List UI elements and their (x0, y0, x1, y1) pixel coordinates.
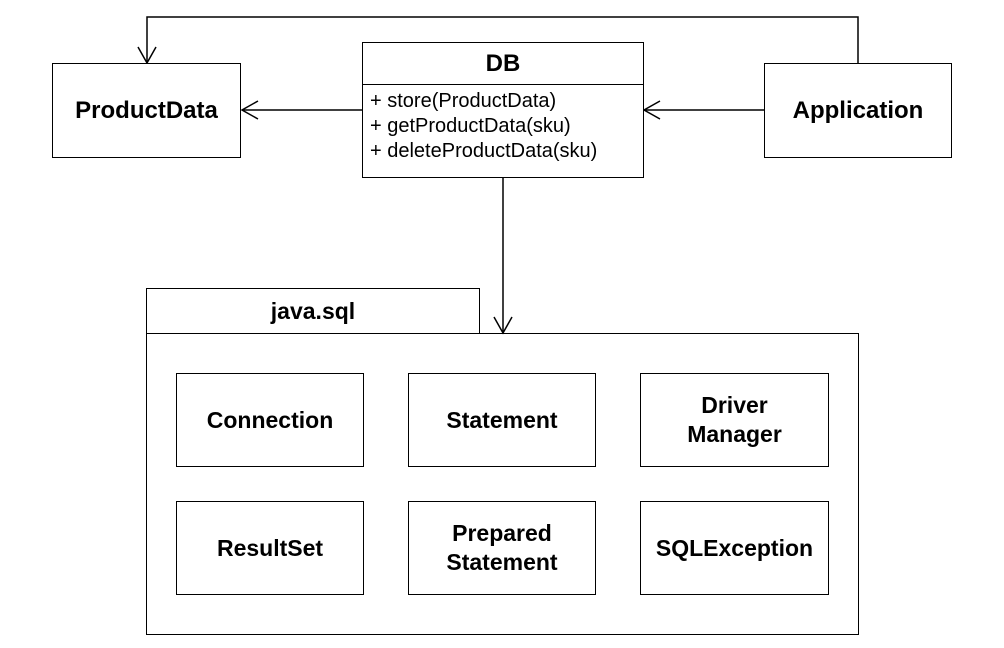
class-driver-manager-line2: Manager (687, 421, 782, 447)
class-statement-name: Statement (446, 406, 558, 433)
operation-get-product-data: + getProductData(sku) (370, 115, 571, 137)
class-db-operations: + store(ProductData) + getProductData(sk… (363, 85, 643, 164)
class-application-name: Application (792, 96, 924, 124)
package-java-sql-body (146, 333, 859, 635)
operation-delete-product-data: + deleteProductData(sku) (370, 140, 598, 162)
class-prepared-statement: Prepared Statement (408, 501, 596, 595)
edge-application-productdata (146, 16, 859, 63)
package-java-sql-tab: java.sql (146, 288, 480, 334)
arrowhead-db (642, 100, 661, 120)
class-application: Application (764, 63, 952, 158)
class-statement: Statement (408, 373, 596, 467)
class-prepared-statement-line2: Statement (446, 549, 558, 575)
package-java-sql-name: java.sql (270, 298, 356, 324)
class-sqlexception-name: SQLException (655, 534, 814, 561)
class-connection: Connection (176, 373, 364, 467)
class-resultset-name: ResultSet (216, 534, 324, 561)
arrowhead-productdata (240, 100, 259, 120)
class-driver-manager-line1: Driver (701, 392, 768, 418)
class-productdata: ProductData (52, 63, 241, 158)
class-resultset: ResultSet (176, 501, 364, 595)
operation-store: + store(ProductData) (370, 90, 557, 112)
class-productdata-name: ProductData (75, 96, 218, 124)
class-connection-name: Connection (206, 406, 334, 433)
class-prepared-statement-line1: Prepared (452, 520, 552, 546)
class-db: DB + store(ProductData) + getProductData… (362, 42, 644, 178)
class-driver-manager: Driver Manager (640, 373, 829, 467)
class-db-name: DB (363, 43, 643, 85)
class-sqlexception: SQLException (640, 501, 829, 595)
